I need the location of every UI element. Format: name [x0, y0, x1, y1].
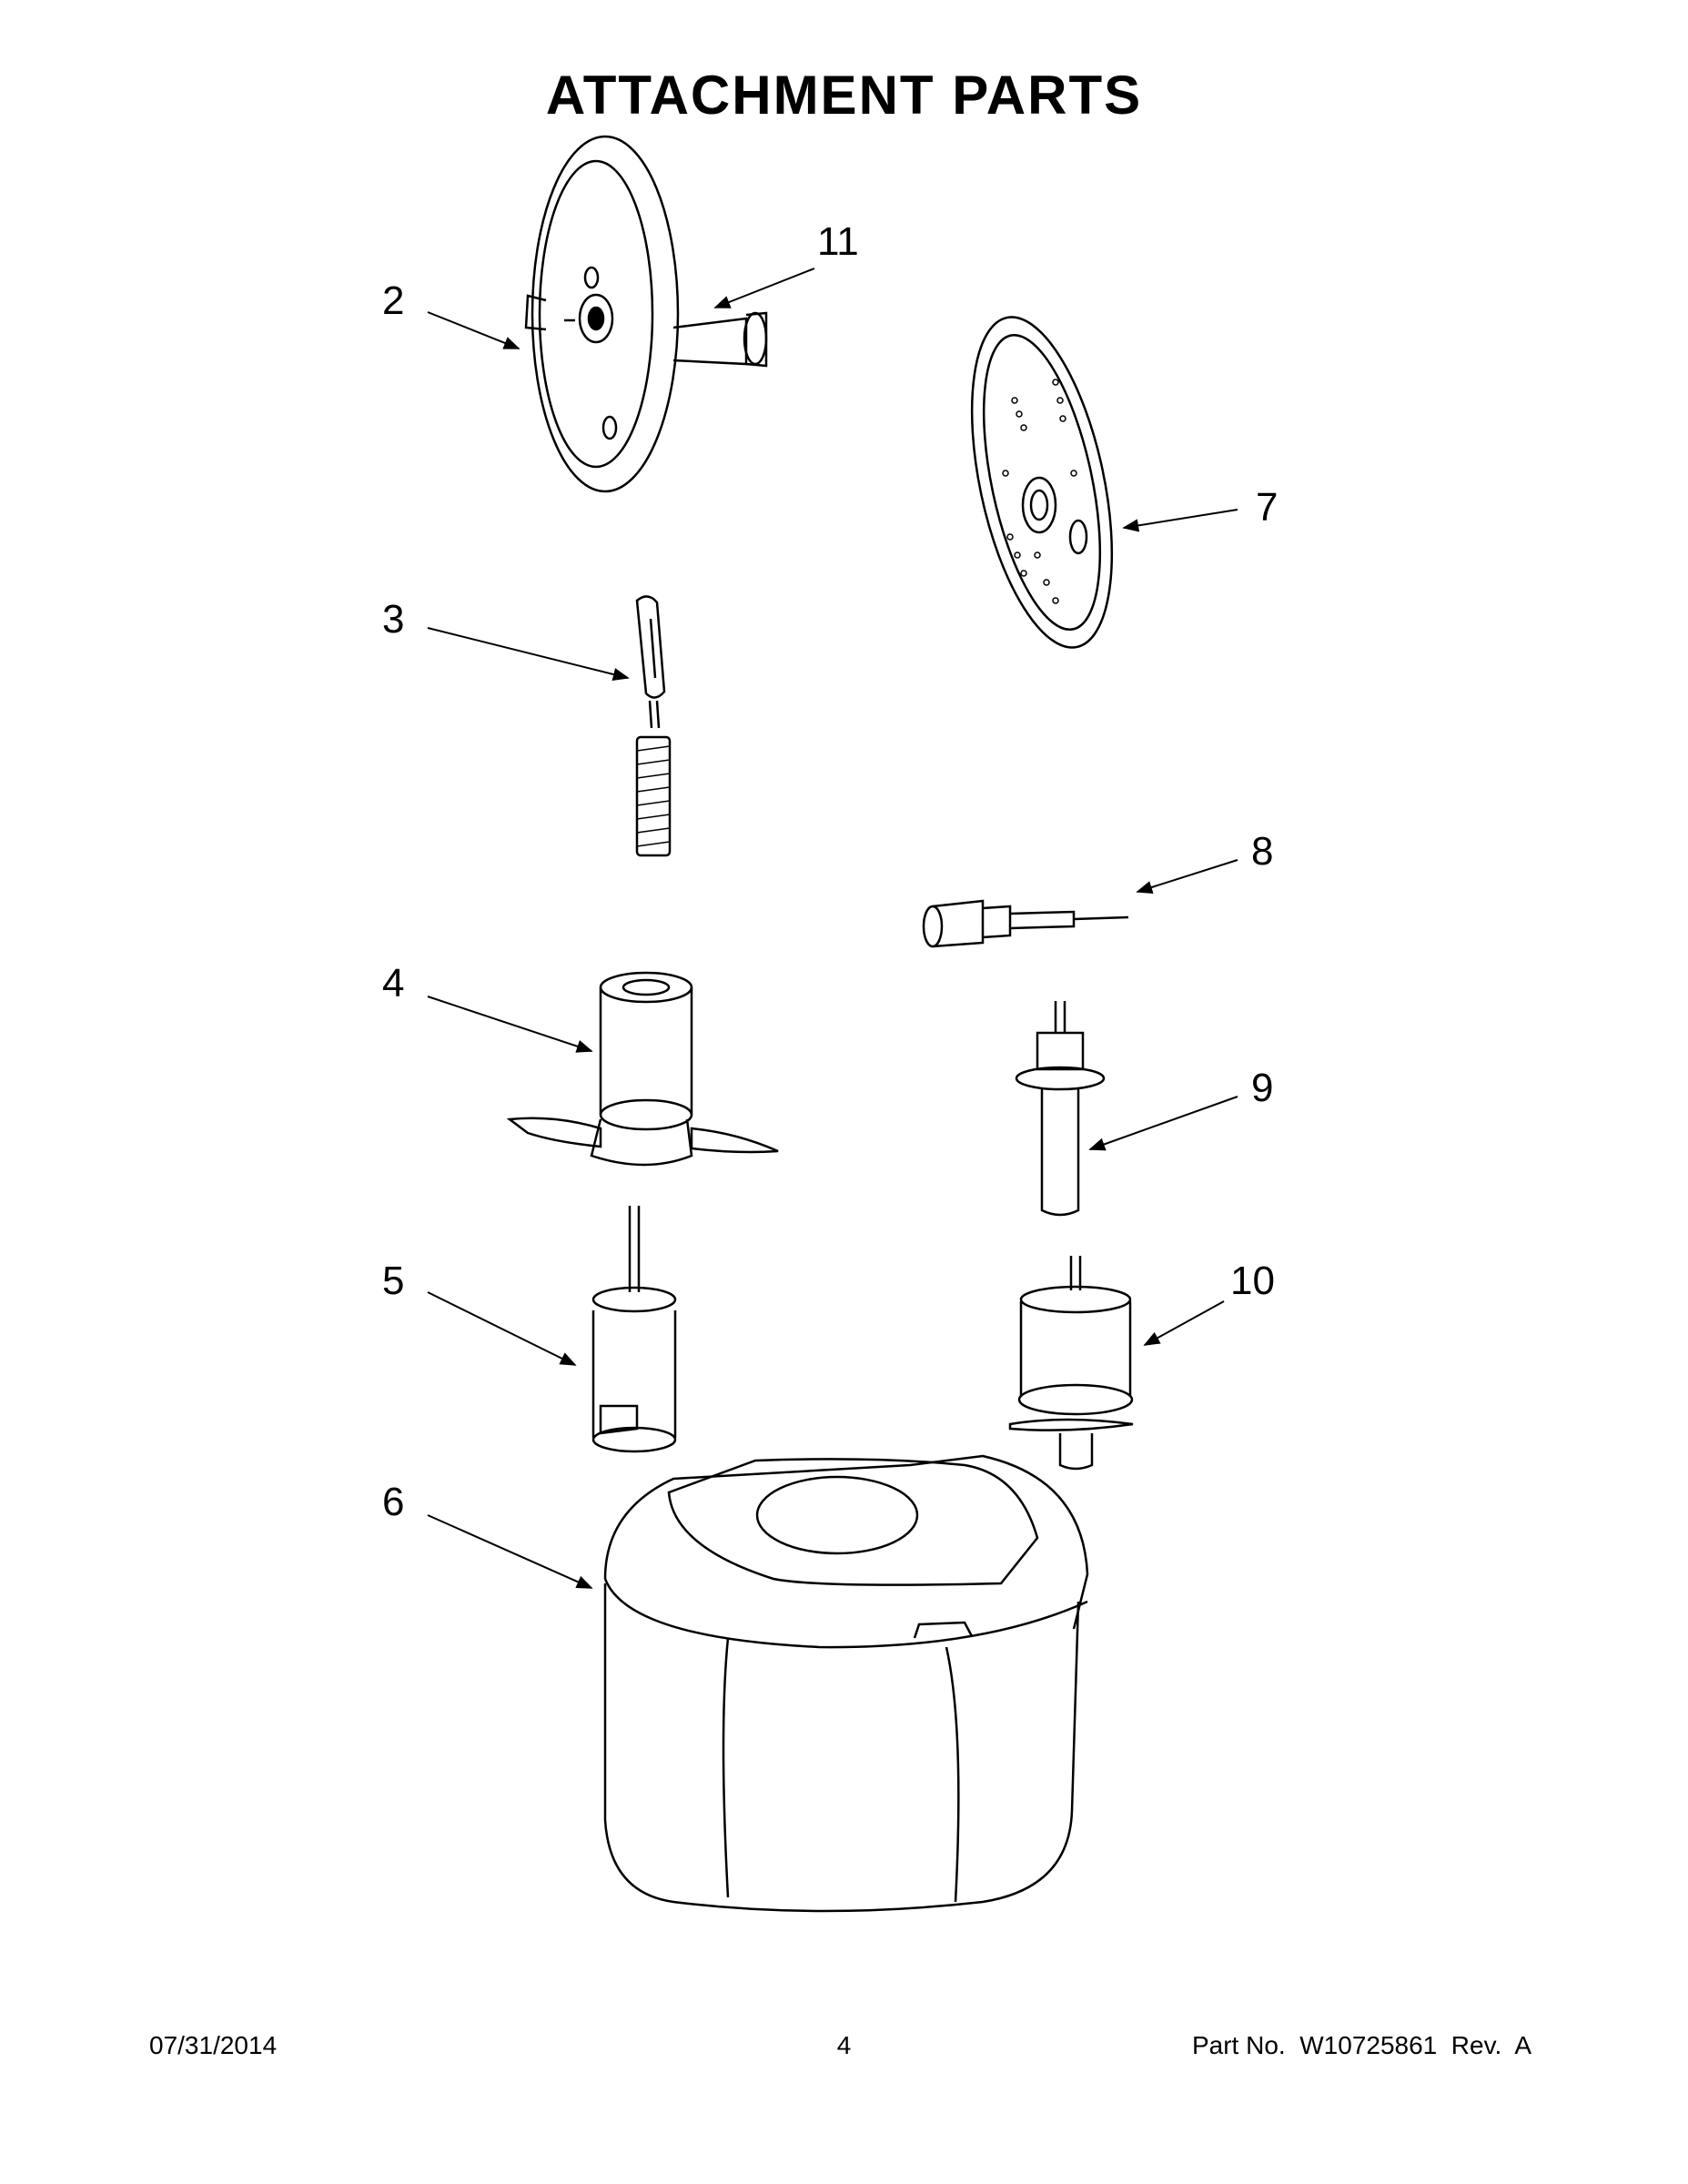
drive-adapter-part: [922, 899, 1129, 948]
callout-8: 8: [1251, 829, 1273, 874]
chopping-blade-part: [506, 971, 779, 1167]
footer-page-number: 4: [836, 2031, 852, 2059]
stem-part: [1015, 1001, 1106, 1217]
leader-lines: [427, 268, 1238, 1589]
footer-part-number: Part No. W10725861 Rev. A: [1191, 2031, 1531, 2059]
callout-10: 10: [1230, 1259, 1275, 1303]
footer-date: 07/31/2014: [149, 2031, 278, 2059]
callout-9: 9: [1251, 1066, 1273, 1110]
callout-6: 6: [382, 1480, 404, 1524]
shredding-disc-part: [970, 316, 1114, 649]
page-title: ATTACHMENT PARTS: [545, 65, 1143, 126]
callout-3: 3: [382, 597, 404, 642]
callout-2: 2: [382, 278, 404, 323]
callout-7: 7: [1256, 485, 1278, 530]
cleaning-brush-part: [635, 595, 672, 857]
callout-4: 4: [382, 961, 404, 1006]
dough-blade-part: [1008, 1256, 1134, 1471]
callout-5: 5: [382, 1259, 404, 1303]
storage-case-part: [603, 1454, 1089, 1913]
dough-stem-part: [591, 1206, 677, 1453]
callout-11: 11: [817, 219, 859, 264]
slicing-disc-part: [524, 135, 768, 493]
